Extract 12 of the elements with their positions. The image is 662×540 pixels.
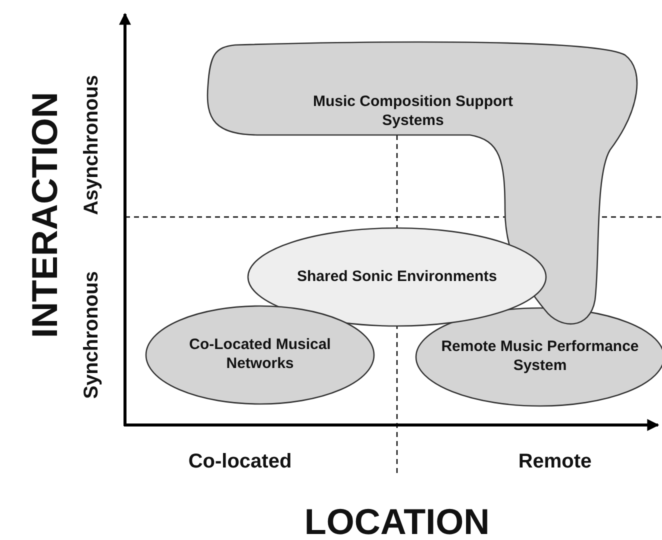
axis-title: INTERACTION [24, 92, 66, 338]
region-ellipse [247, 227, 547, 327]
axis-title: LOCATION [304, 501, 490, 540]
region-label: Shared Sonic Environments [296, 267, 498, 286]
region-label: Co-Located Musical Networks [188, 335, 332, 373]
region-ellipse [145, 305, 375, 405]
axis-category-label: Synchronous [80, 271, 104, 399]
region-label: Music Composition Support Systems [312, 92, 514, 130]
axis-category-label: Co-located [188, 450, 292, 474]
region-label: Remote Music Performance System [440, 337, 640, 375]
axis-category-label: Asynchronous [80, 74, 104, 216]
axis-category-label: Remote [518, 450, 592, 474]
